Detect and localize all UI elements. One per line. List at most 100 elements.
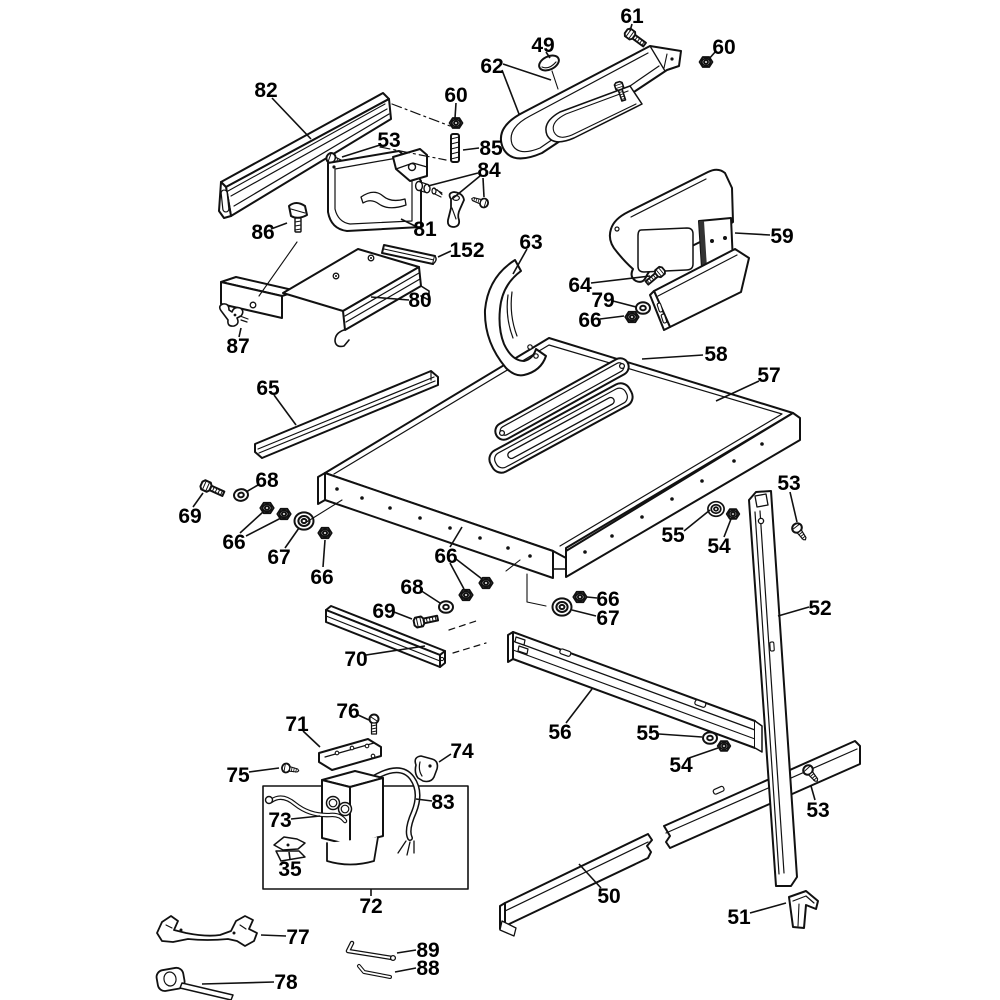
part-66-nut-motor bbox=[624, 310, 640, 324]
part-number: 60 bbox=[444, 84, 467, 107]
part-number: 79 bbox=[591, 289, 614, 312]
leader-line bbox=[658, 733, 703, 738]
part-number: 64 bbox=[568, 274, 592, 297]
part-60-nut-left bbox=[448, 117, 464, 129]
leader-line bbox=[449, 562, 465, 590]
part-number: 53 bbox=[777, 472, 800, 495]
part-number: 50 bbox=[597, 885, 620, 908]
part-73-lead-wire bbox=[264, 795, 348, 824]
part-55-washer-lower bbox=[702, 731, 718, 745]
part-number: 51 bbox=[727, 906, 751, 929]
part-77-wrench bbox=[156, 915, 258, 947]
part-label-88: 88 bbox=[394, 957, 440, 980]
part-label-66: 66 bbox=[310, 539, 334, 589]
part-number: 77 bbox=[286, 926, 309, 949]
part-label-54: 54 bbox=[707, 518, 732, 558]
leader-line bbox=[449, 526, 463, 548]
part-label-77: 77 bbox=[260, 926, 310, 949]
part-54-nut-upper bbox=[725, 508, 741, 520]
part-number: 65 bbox=[256, 377, 280, 400]
part-54-nut-lower bbox=[716, 740, 732, 752]
leader-line bbox=[355, 713, 370, 721]
part-label-82: 82 bbox=[254, 79, 312, 140]
apron-holes bbox=[335, 442, 764, 558]
part-69-bolt-left bbox=[198, 478, 227, 500]
leader-line bbox=[260, 934, 287, 937]
part-number: 53 bbox=[377, 129, 400, 152]
part-label-80: 80 bbox=[370, 289, 432, 312]
leader-line bbox=[810, 785, 816, 801]
part-49-guard-washer bbox=[538, 54, 560, 90]
part-number: 71 bbox=[285, 713, 309, 736]
part-label-87: 87 bbox=[226, 327, 250, 358]
part-number: 74 bbox=[450, 740, 474, 763]
part-57-table-top bbox=[317, 337, 801, 579]
part-number: 58 bbox=[704, 343, 728, 366]
part-53-screw-upper bbox=[789, 520, 811, 544]
part-number: 55 bbox=[636, 722, 660, 745]
leader-line bbox=[501, 69, 520, 115]
part-number: 67 bbox=[596, 607, 619, 630]
part-label-53: 53 bbox=[777, 472, 801, 523]
part-label-62: 62 bbox=[480, 55, 552, 115]
part-86-lock-knob bbox=[288, 202, 308, 233]
part-75-screw bbox=[280, 761, 301, 776]
part-number: 49 bbox=[531, 34, 554, 57]
part-66-nut bbox=[458, 588, 474, 602]
part-66-nut bbox=[317, 526, 333, 540]
part-number: 76 bbox=[336, 700, 359, 723]
part-85-threaded-stud bbox=[450, 133, 460, 163]
part-68-washer-left bbox=[232, 487, 250, 503]
leader-line bbox=[415, 798, 433, 802]
part-label-60: 60 bbox=[444, 84, 468, 119]
part-87-wing-bolt bbox=[218, 303, 249, 327]
leader-line bbox=[707, 50, 717, 61]
leader-line bbox=[455, 558, 483, 580]
leader-line bbox=[789, 491, 798, 523]
part-52-rear-leg bbox=[748, 490, 798, 887]
leader-line bbox=[394, 967, 417, 973]
leader-line bbox=[271, 97, 312, 140]
leader-line bbox=[273, 394, 297, 426]
part-62-blade-guard bbox=[499, 45, 682, 160]
leader-line bbox=[270, 222, 288, 230]
part-label-58: 58 bbox=[641, 343, 728, 366]
leader-line bbox=[239, 511, 264, 534]
leader-line bbox=[290, 815, 321, 820]
part-76-screw bbox=[368, 713, 380, 735]
leader-line bbox=[393, 611, 413, 620]
part-number: 53 bbox=[806, 799, 829, 822]
part-number: 66 bbox=[596, 588, 619, 611]
part-81-rip-fence bbox=[327, 148, 428, 232]
leader-line bbox=[629, 23, 633, 32]
leader-line bbox=[599, 315, 625, 320]
leader-line bbox=[454, 102, 457, 119]
part-label-55: 55 bbox=[661, 509, 711, 547]
part-56-upper-rail bbox=[507, 631, 763, 753]
part-number: 81 bbox=[413, 218, 437, 241]
part-label-53: 53 bbox=[341, 129, 401, 158]
part-label-68: 68 bbox=[400, 576, 441, 604]
part-number: 73 bbox=[268, 809, 291, 832]
leader-line bbox=[322, 539, 326, 568]
leader-line bbox=[512, 248, 528, 275]
part-label-84: 84 bbox=[427, 159, 501, 200]
leader-line bbox=[284, 527, 300, 549]
leader-line bbox=[688, 747, 719, 759]
part-number: 83 bbox=[431, 791, 454, 814]
part-88-hex-key bbox=[357, 964, 392, 979]
part-label-79: 79 bbox=[591, 289, 637, 312]
part-label-83: 83 bbox=[415, 791, 455, 814]
leader-line bbox=[438, 753, 452, 763]
leader-line bbox=[578, 863, 602, 889]
leader-line bbox=[462, 147, 480, 151]
part-label-53: 53 bbox=[806, 785, 830, 822]
part-label-70: 70 bbox=[344, 645, 426, 671]
part-number: 70 bbox=[344, 648, 367, 671]
part-label-89: 89 bbox=[396, 939, 440, 962]
leader-line bbox=[419, 589, 441, 604]
part-number: 80 bbox=[408, 289, 431, 312]
part-number: 54 bbox=[707, 535, 731, 558]
part-number: 68 bbox=[255, 469, 279, 492]
